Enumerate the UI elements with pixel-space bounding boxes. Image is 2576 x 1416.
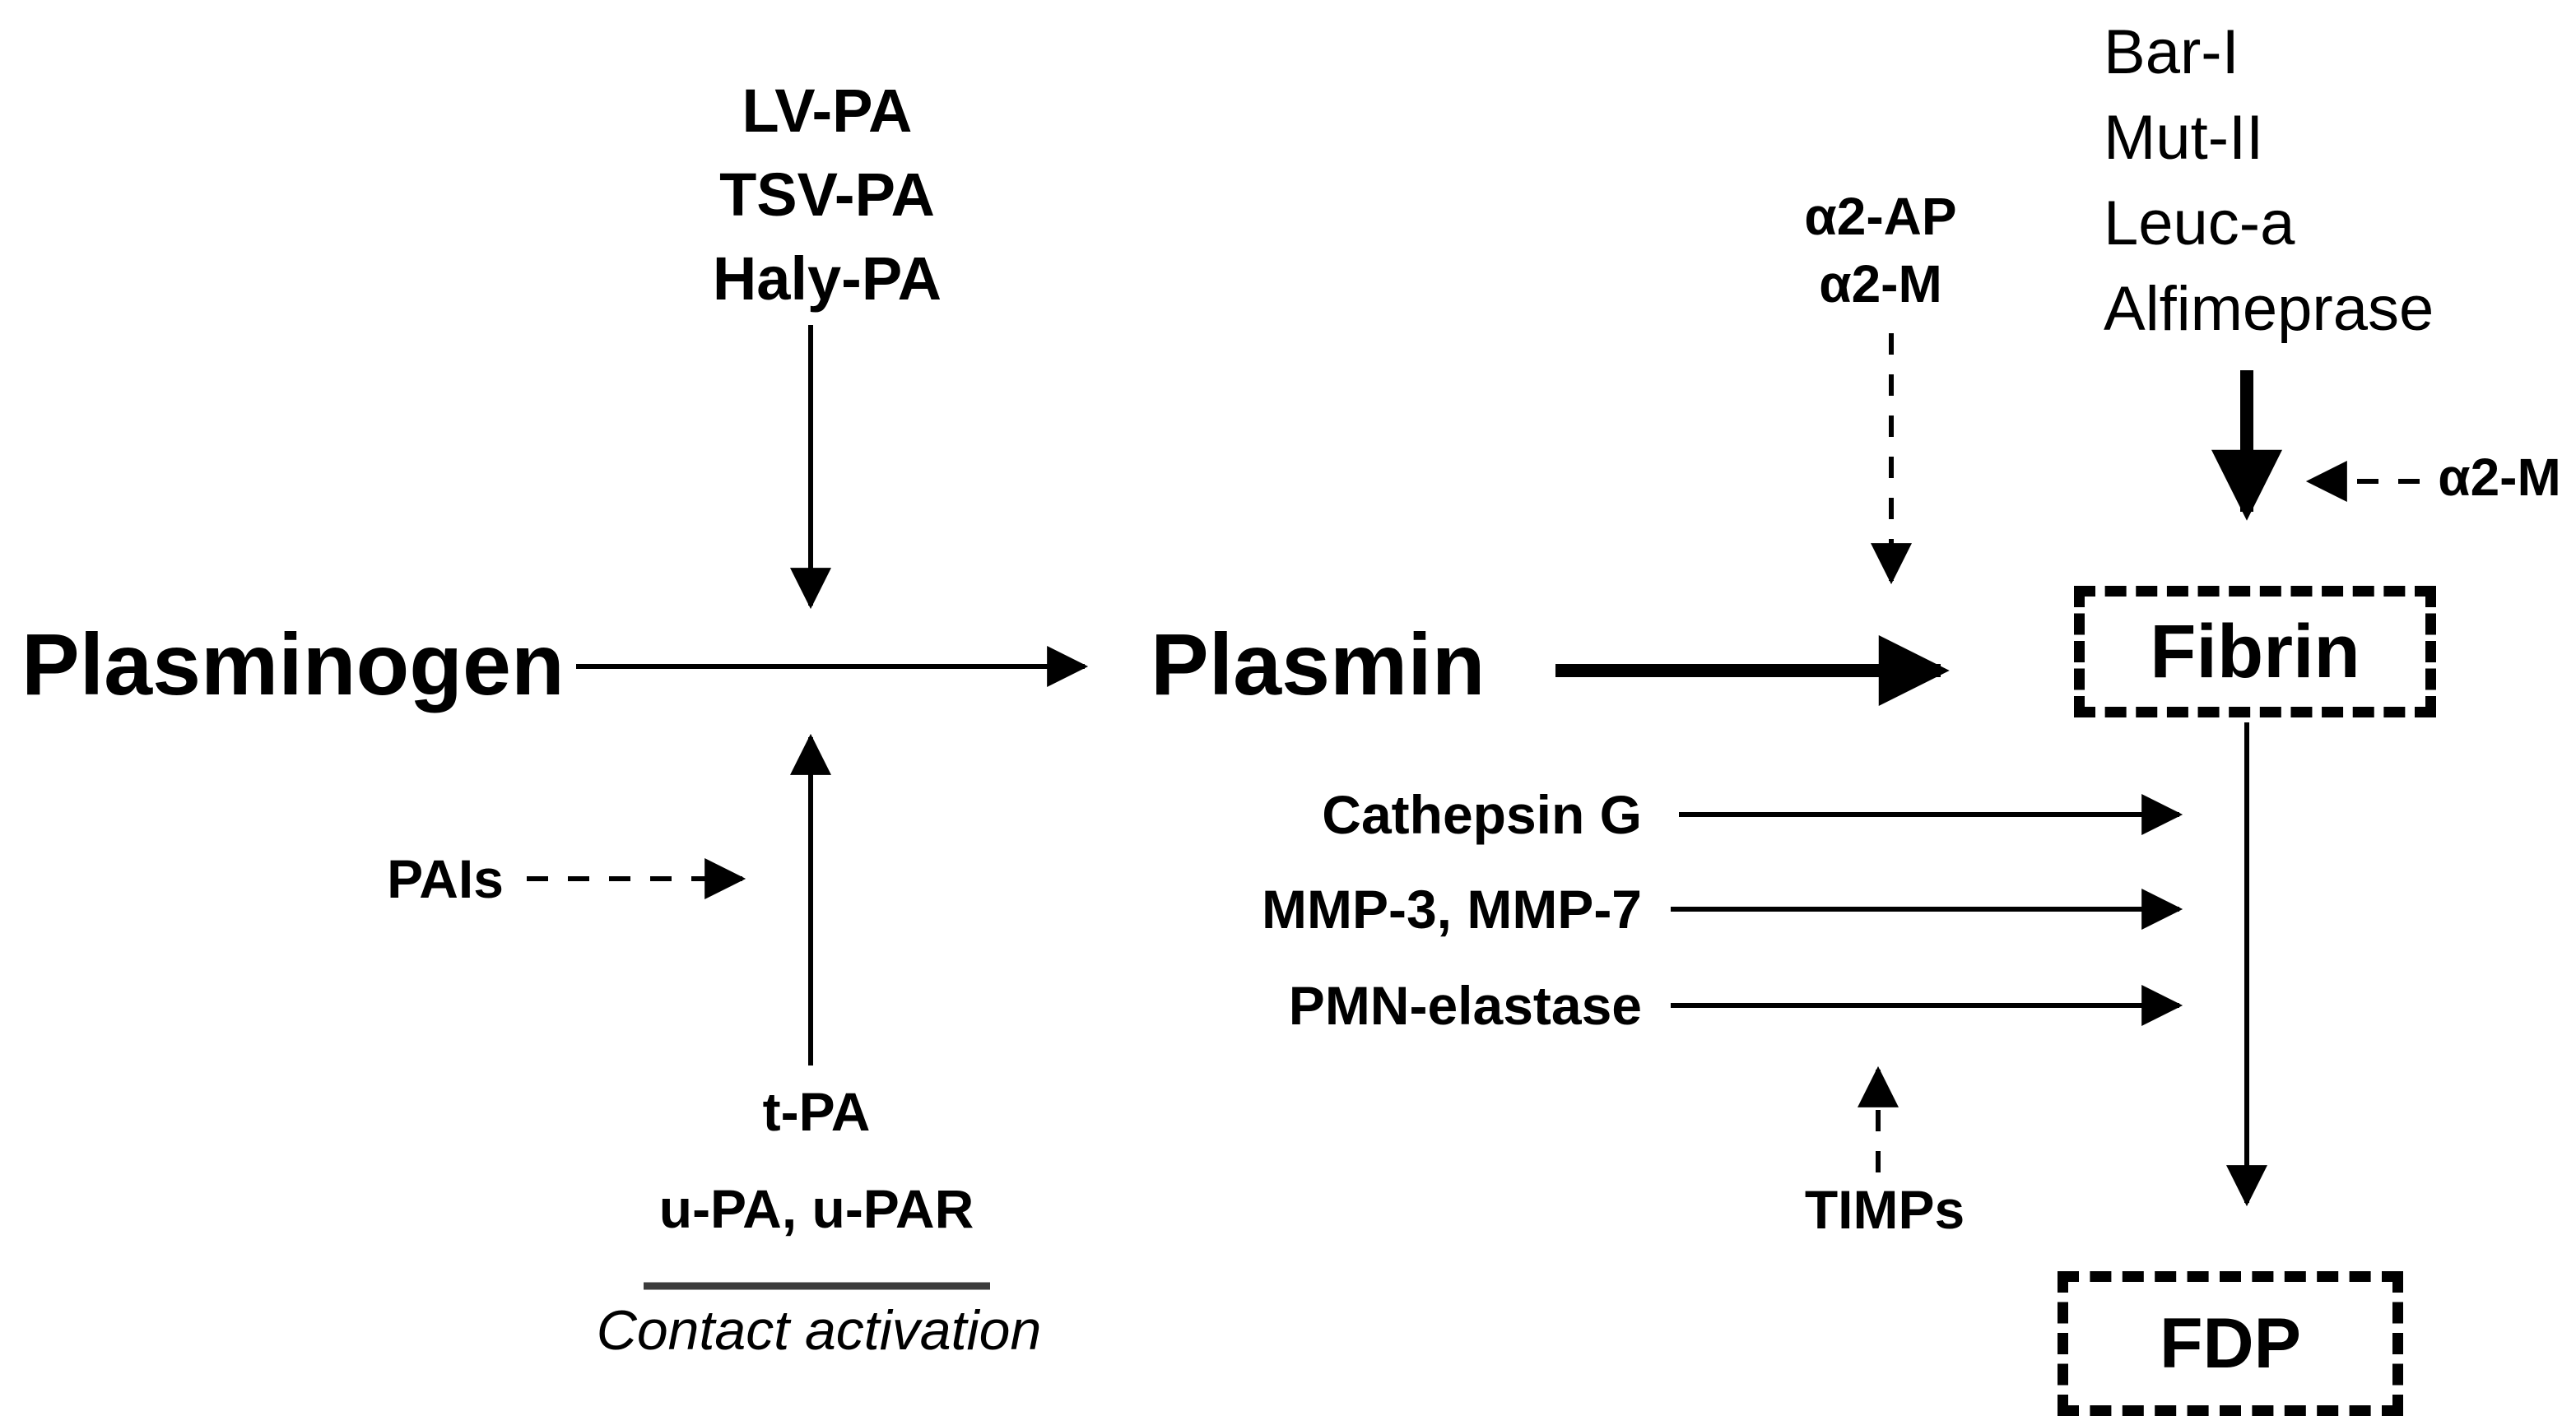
label-u-pa-u-par: u-PA, u-PAR — [658, 1178, 974, 1239]
node-fdp-box: FDP — [2058, 1271, 2403, 1416]
label-tsv-pa: TSV-PA — [719, 160, 935, 229]
label-bar-i: Bar-I — [2104, 17, 2239, 87]
node-fdp-label: FDP — [2160, 1303, 2301, 1383]
label-mmp-3-mmp-7: MMP-3, MMP-7 — [1262, 879, 1642, 940]
label-a2-ap: α2-AP — [1804, 187, 1957, 246]
label-pais: PAIs — [387, 848, 504, 909]
label-lv-pa: LV-PA — [742, 77, 913, 145]
node-plasmin: Plasmin — [1151, 616, 1486, 713]
label-group-fibrinolytics: Bar-I Mut-II Leuc-a Alfimeprase — [2104, 10, 2434, 352]
label-mut-ii: Mut-II — [2104, 103, 2264, 173]
node-fibrin-label: Fibrin — [2150, 609, 2360, 694]
node-fibrin-box: Fibrin — [2074, 586, 2436, 717]
label-group-physiological-activators: t-PA u-PA, u-PAR — [659, 1063, 974, 1257]
label-leuc-a: Leuc-a — [2104, 188, 2295, 258]
label-group-a2-inhibitors: α2-AP α2-M — [1804, 183, 1956, 318]
label-t-pa: t-PA — [762, 1081, 871, 1142]
node-plasminogen: Plasminogen — [21, 616, 565, 713]
label-a2-m-right: α2-M — [2438, 448, 2561, 507]
label-group-venom-activators: LV-PA TSV-PA Haly-PA — [713, 69, 942, 321]
label-alfimeprase: Alfimeprase — [2104, 274, 2434, 344]
label-contact-activation: Contact activation — [596, 1299, 1042, 1362]
label-a2-m: α2-M — [1819, 254, 1942, 313]
label-cathepsin-g: Cathepsin G — [1322, 784, 1642, 845]
label-timps: TIMPs — [1804, 1179, 1965, 1240]
label-haly-pa: Haly-PA — [712, 244, 942, 313]
label-pmn-elastase: PMN-elastase — [1288, 975, 1642, 1036]
